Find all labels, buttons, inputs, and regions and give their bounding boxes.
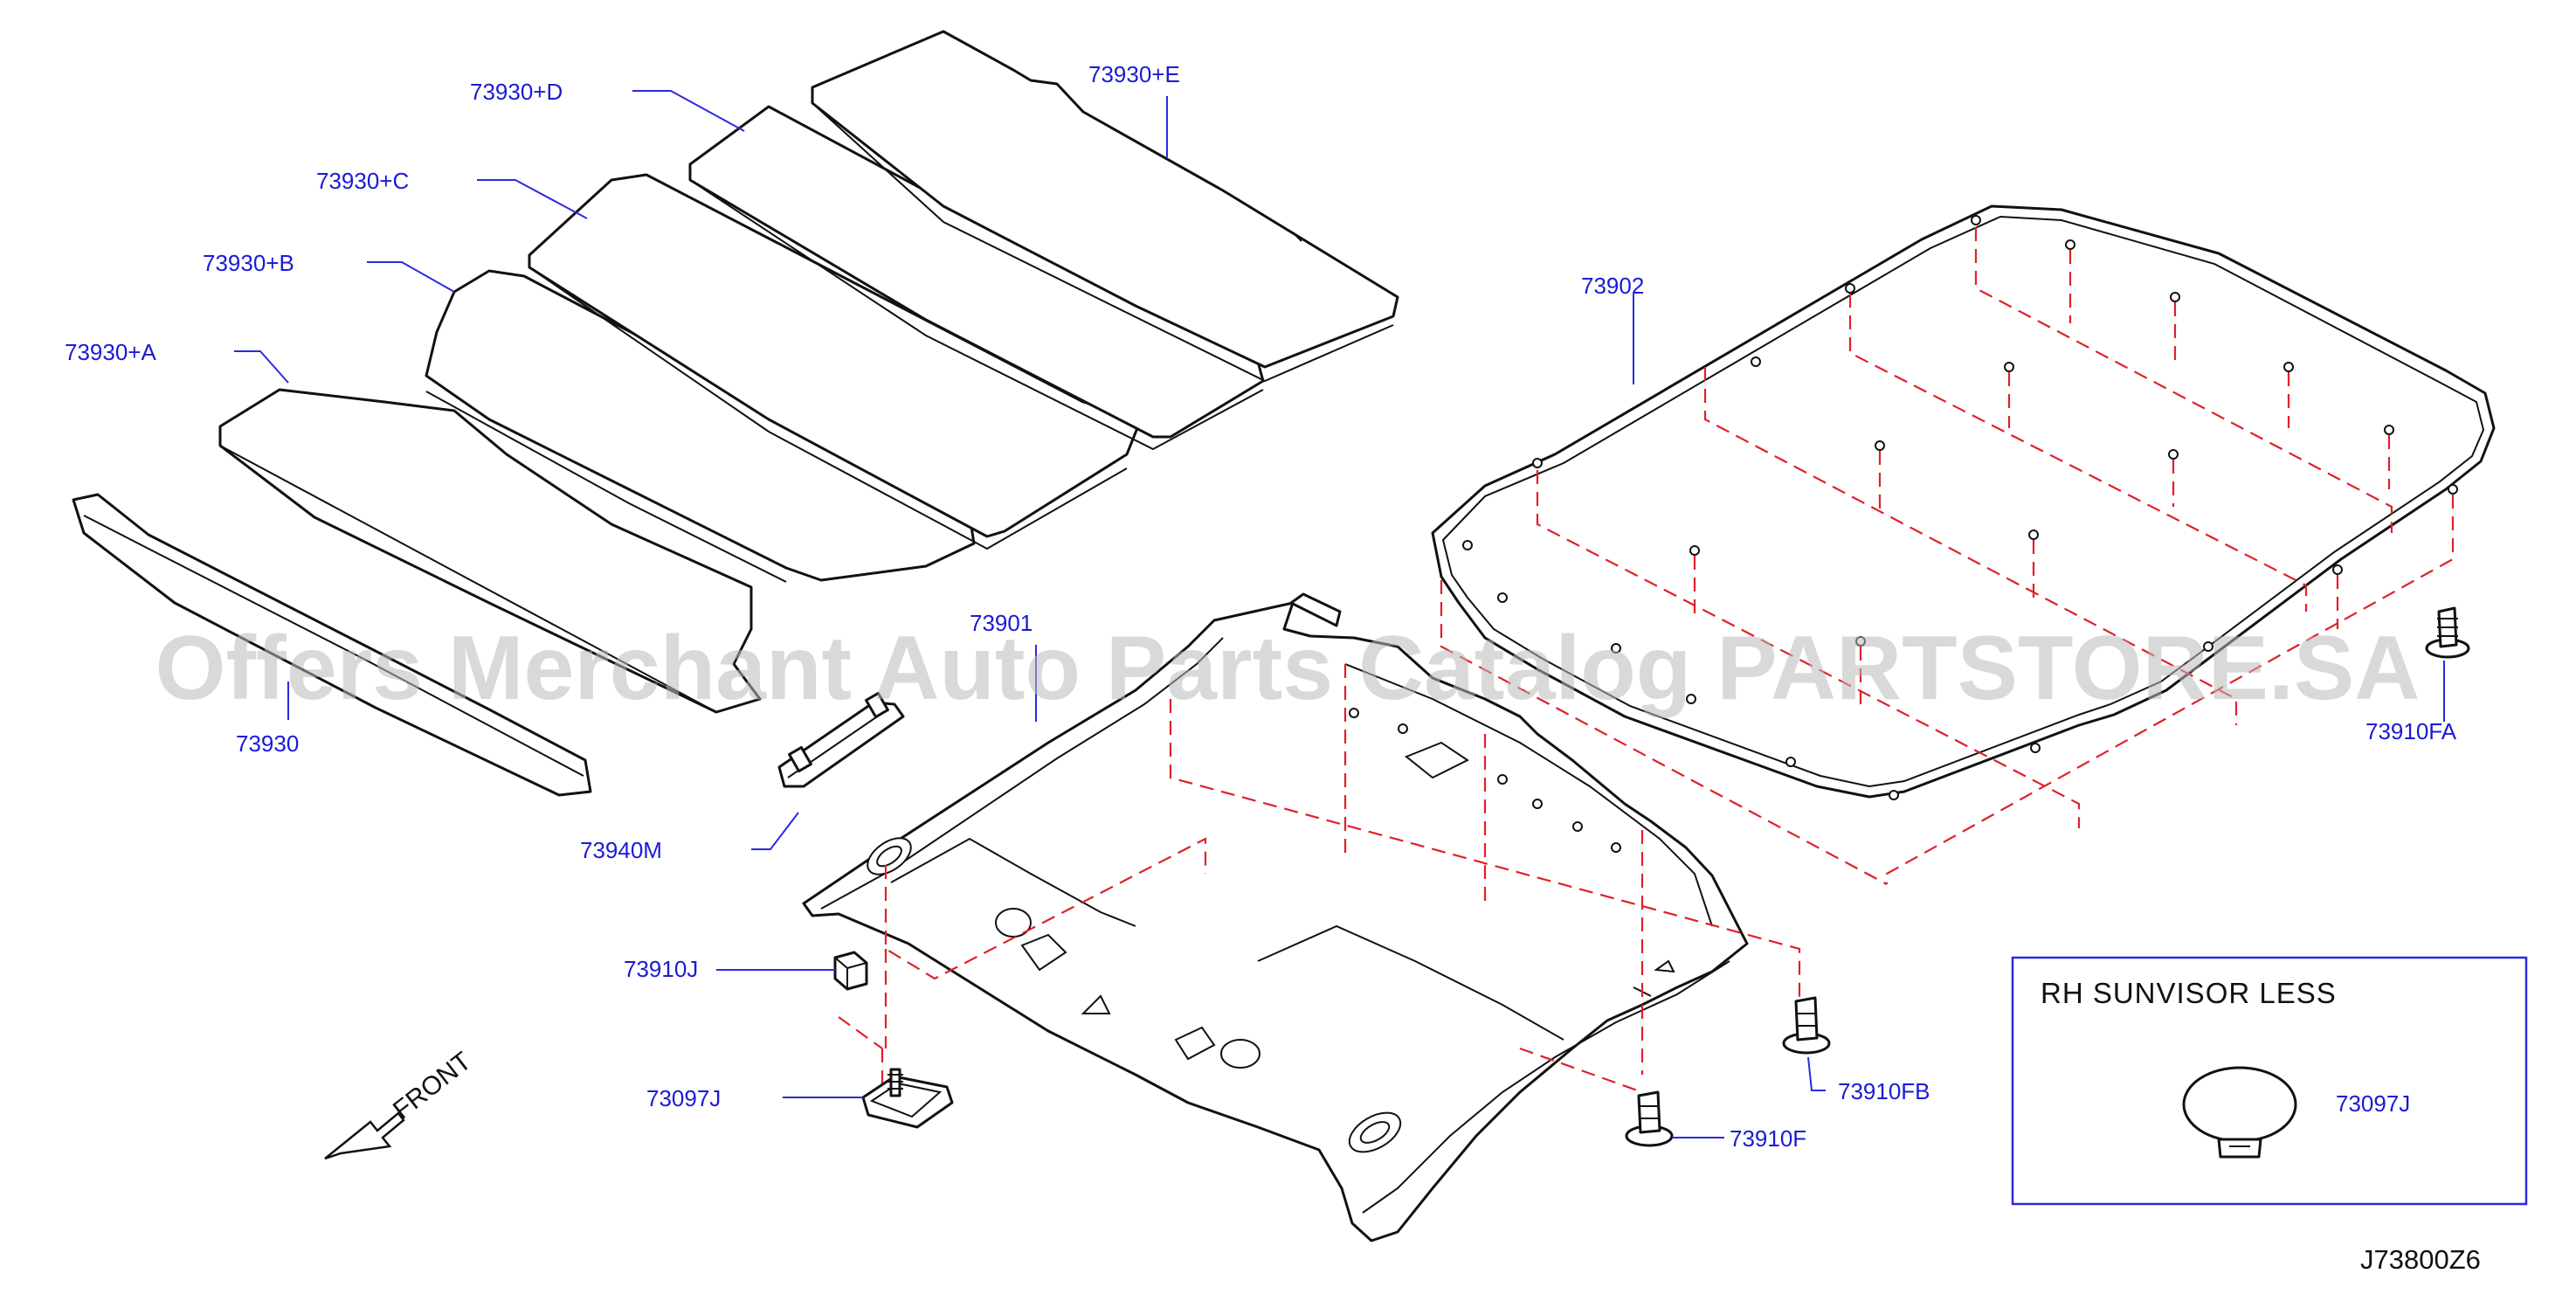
label-73910FB[interactable]: 73910FB xyxy=(1838,1078,1930,1104)
label-73930[interactable]: 73930 xyxy=(236,730,299,757)
label-73930A[interactable]: 73930+A xyxy=(65,339,156,365)
part-73930C-panel[interactable] xyxy=(528,173,1143,550)
part-73097J-clip[interactable] xyxy=(861,1068,954,1129)
label-73901[interactable]: 73901 xyxy=(970,610,1032,636)
part-73910FB-clip[interactable] xyxy=(1782,996,1831,1055)
label-73910J[interactable]: 73910J xyxy=(624,956,698,982)
inset-label-73097J[interactable]: 73097J xyxy=(2336,1090,2410,1117)
label-73910F[interactable]: 73910F xyxy=(1730,1125,1806,1152)
label-73930D[interactable]: 73930+D xyxy=(470,79,563,105)
part-73930D-panel[interactable] xyxy=(688,105,1265,451)
inset-rh-sunvisor-less: RH SUNVISOR LESS 73097J xyxy=(2011,956,2528,1206)
part-73930-strip[interactable] xyxy=(72,493,592,797)
part-73910J-pad[interactable] xyxy=(833,951,868,991)
inset-title: RH SUNVISOR LESS xyxy=(2041,977,2337,1009)
inset-cap-73097J[interactable] xyxy=(2182,1066,2297,1159)
watermark: Offers Merchant Auto Parts Catalog PARTS… xyxy=(155,618,2421,719)
part-73910F-clip[interactable] xyxy=(1625,1090,1674,1147)
label-73097J[interactable]: 73097J xyxy=(646,1085,721,1111)
front-direction-indicator: FRONT xyxy=(324,1047,477,1160)
part-73930B-panel[interactable] xyxy=(425,269,976,583)
diagram-code: J73800Z6 xyxy=(2360,1244,2481,1275)
label-73930E[interactable]: 73930+E xyxy=(1088,61,1180,87)
liner-guides xyxy=(1440,227,2455,885)
part-73930E-panel[interactable] xyxy=(811,30,1399,383)
liner-holes xyxy=(1462,215,2458,800)
part-73940M-grip[interactable] xyxy=(777,691,905,788)
label-73930C[interactable]: 73930+C xyxy=(316,168,409,194)
front-arrow-icon xyxy=(324,1111,405,1160)
label-73940M[interactable]: 73940M xyxy=(580,837,662,863)
headliner-guides xyxy=(838,664,1801,1094)
part-73910FA-clip[interactable] xyxy=(2425,606,2470,659)
part-73902-liner[interactable] xyxy=(1431,204,2496,885)
part-labels: 73930+A 73930+B 73930+C 73930+D 73930+E … xyxy=(65,61,2457,1152)
part-73930A-panel[interactable] xyxy=(218,388,762,714)
label-73910FA[interactable]: 73910FA xyxy=(2365,718,2457,744)
label-73930B[interactable]: 73930+B xyxy=(203,250,294,276)
front-label: FRONT xyxy=(388,1047,477,1125)
label-73902[interactable]: 73902 xyxy=(1581,273,1644,299)
